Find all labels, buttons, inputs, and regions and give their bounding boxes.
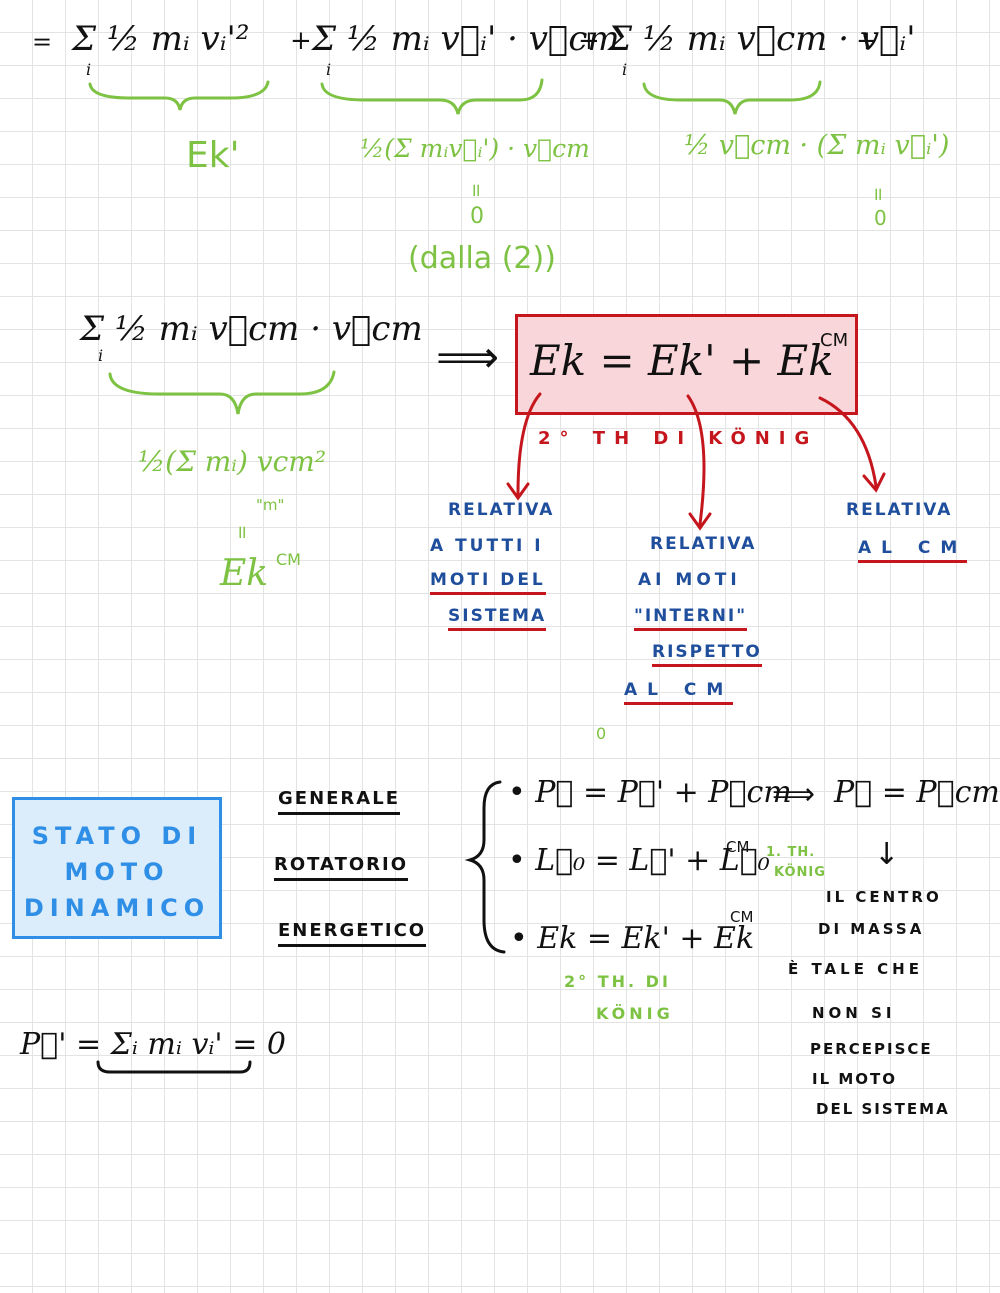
right-annotation-line-2: AL CM: [858, 540, 968, 563]
cm-note-line-1: IL CENTRO: [826, 888, 942, 906]
cm-note-line-7: DEL SISTEMA: [816, 1100, 950, 1118]
row2-note-result-sup: CM: [276, 550, 301, 569]
ek-prime-label: Ek': [186, 135, 240, 176]
motion-state-line-1: STATO DI: [31, 822, 203, 850]
arrow-middle-curve: [686, 394, 706, 526]
brace-term3: [642, 80, 822, 115]
row2-term: Σ ½ mᵢ v⃗cm · v⃗cm: [80, 309, 423, 349]
right-equals-sign: ॥: [872, 184, 883, 205]
row2-note-result: Ek: [220, 553, 269, 594]
arrow-middle-head: [688, 512, 712, 531]
row1-term3: Σ ½ mᵢ v⃗cm · v⃗ᵢ': [608, 19, 916, 59]
key-formula-box: [515, 314, 858, 415]
arrow-left-head: [506, 482, 530, 501]
key-formula-superscript: CM: [820, 330, 849, 351]
arrow-down-icon: ↓: [874, 837, 900, 872]
implies-arrow: ⟹: [436, 332, 500, 383]
left-annotation-line-3: MOTI DEL: [430, 572, 546, 595]
row2-note-m: "m": [256, 496, 285, 514]
cm-note-line-4: NON SI: [812, 1004, 896, 1022]
row1-index-1: i: [86, 60, 92, 79]
first-theorem-note-line-2: KÖNIG: [774, 865, 826, 880]
cm-note-line-5: PERCEPISCE: [810, 1040, 933, 1058]
equation-angular-momentum: • L⃗₀ = L⃗' + L⃗₀: [508, 843, 770, 878]
cm-note-line-6: IL MOTO: [812, 1070, 898, 1088]
equation-angular-momentum-sup: CM: [726, 838, 750, 856]
motion-state-line-3: DINAMICO: [23, 894, 211, 922]
middle-annotation-line-5: AL CM: [624, 682, 734, 705]
equation-momentum-result: P⃗ = P⃗cm: [834, 775, 1000, 810]
left-annotation-line-2: A TUTTI I: [430, 536, 544, 556]
arrow-right-head: [862, 472, 886, 493]
second-theorem-note-line-1: 2° TH. DI: [564, 972, 671, 991]
middle-annotation-line-4: RISPETTO: [652, 644, 762, 667]
row2-note-equals: ॥: [236, 522, 247, 543]
motion-state-line-2: MOTO: [64, 858, 170, 886]
mid-expression: ½(Σ mᵢv⃗ᵢ') · v⃗cm: [360, 134, 590, 163]
mid-equals-sign: ॥: [470, 180, 481, 201]
row2-index: i: [98, 346, 104, 365]
cm-note-line-3: È TALE CHE: [788, 960, 923, 978]
right-annotation-line-1: RELATIVA: [846, 500, 953, 520]
bottom-momentum-formula: P⃗' = Σᵢ mᵢ vᵢ' = 0: [20, 1027, 286, 1062]
koenig-theorem-label: 2° TH DI KÖNIG: [538, 428, 819, 449]
row1-term2: Σ ½ mᵢ v⃗ᵢ' · v⃗cm: [312, 19, 620, 59]
equation-momentum-implies: ⟹: [772, 777, 816, 812]
middle-annotation-line-2: AI MOTI: [638, 570, 741, 590]
row2-note-expression: ½(Σ mᵢ) vcm²: [138, 445, 327, 478]
second-theorem-note-line-2: KÖNIG: [596, 1004, 674, 1023]
cm-note-line-2: DI MASSA: [818, 920, 925, 938]
category-general: GENERALE: [278, 790, 400, 815]
motion-state-box: STATO DI MOTO DINAMICO: [12, 797, 222, 939]
right-zero: 0: [874, 206, 887, 230]
equation-kinetic-energy: • Ek = Ek' + Ek: [510, 921, 755, 956]
first-theorem-note-line-1: 1. TH.: [766, 845, 816, 860]
brace-row2: [108, 370, 336, 415]
brace-term1: [88, 80, 270, 111]
mid-zero: 0: [470, 204, 484, 229]
middle-annotation-line-1: RELATIVA: [650, 534, 757, 554]
equations-bracket: [464, 780, 506, 954]
category-energetic: ENERGETICO: [278, 922, 427, 947]
row1-plus3: +: [856, 26, 878, 56]
equation-kinetic-energy-sup: CM: [730, 908, 754, 926]
row1-term1: Σ ½ mᵢ vᵢ'²: [72, 19, 250, 59]
row1-plus2: +: [578, 26, 600, 56]
left-annotation-line-4: SISTEMA: [448, 608, 547, 631]
row1-lead: =: [32, 28, 53, 56]
row1-index-3: i: [622, 60, 628, 79]
eq-top-zero: 0: [596, 724, 607, 743]
row1-index-2: i: [326, 60, 332, 79]
brace-term2: [320, 78, 544, 115]
left-annotation-line-1: RELATIVA: [448, 500, 555, 520]
middle-annotation-line-3: "INTERNI": [634, 608, 748, 631]
key-formula: Ek = Ek' + Ek: [530, 336, 834, 385]
category-rotational: ROTATORIO: [274, 856, 409, 881]
bottom-formula-underbrace: [96, 1060, 252, 1074]
equation-momentum: • P⃗ = P⃗' + P⃗cm: [508, 775, 792, 810]
row1-plus1: +: [290, 26, 312, 56]
right-expression: ½ v⃗cm · (Σ mᵢ v⃗ᵢ'): [684, 130, 950, 161]
mid-reference: (dalla (2)): [408, 241, 556, 276]
